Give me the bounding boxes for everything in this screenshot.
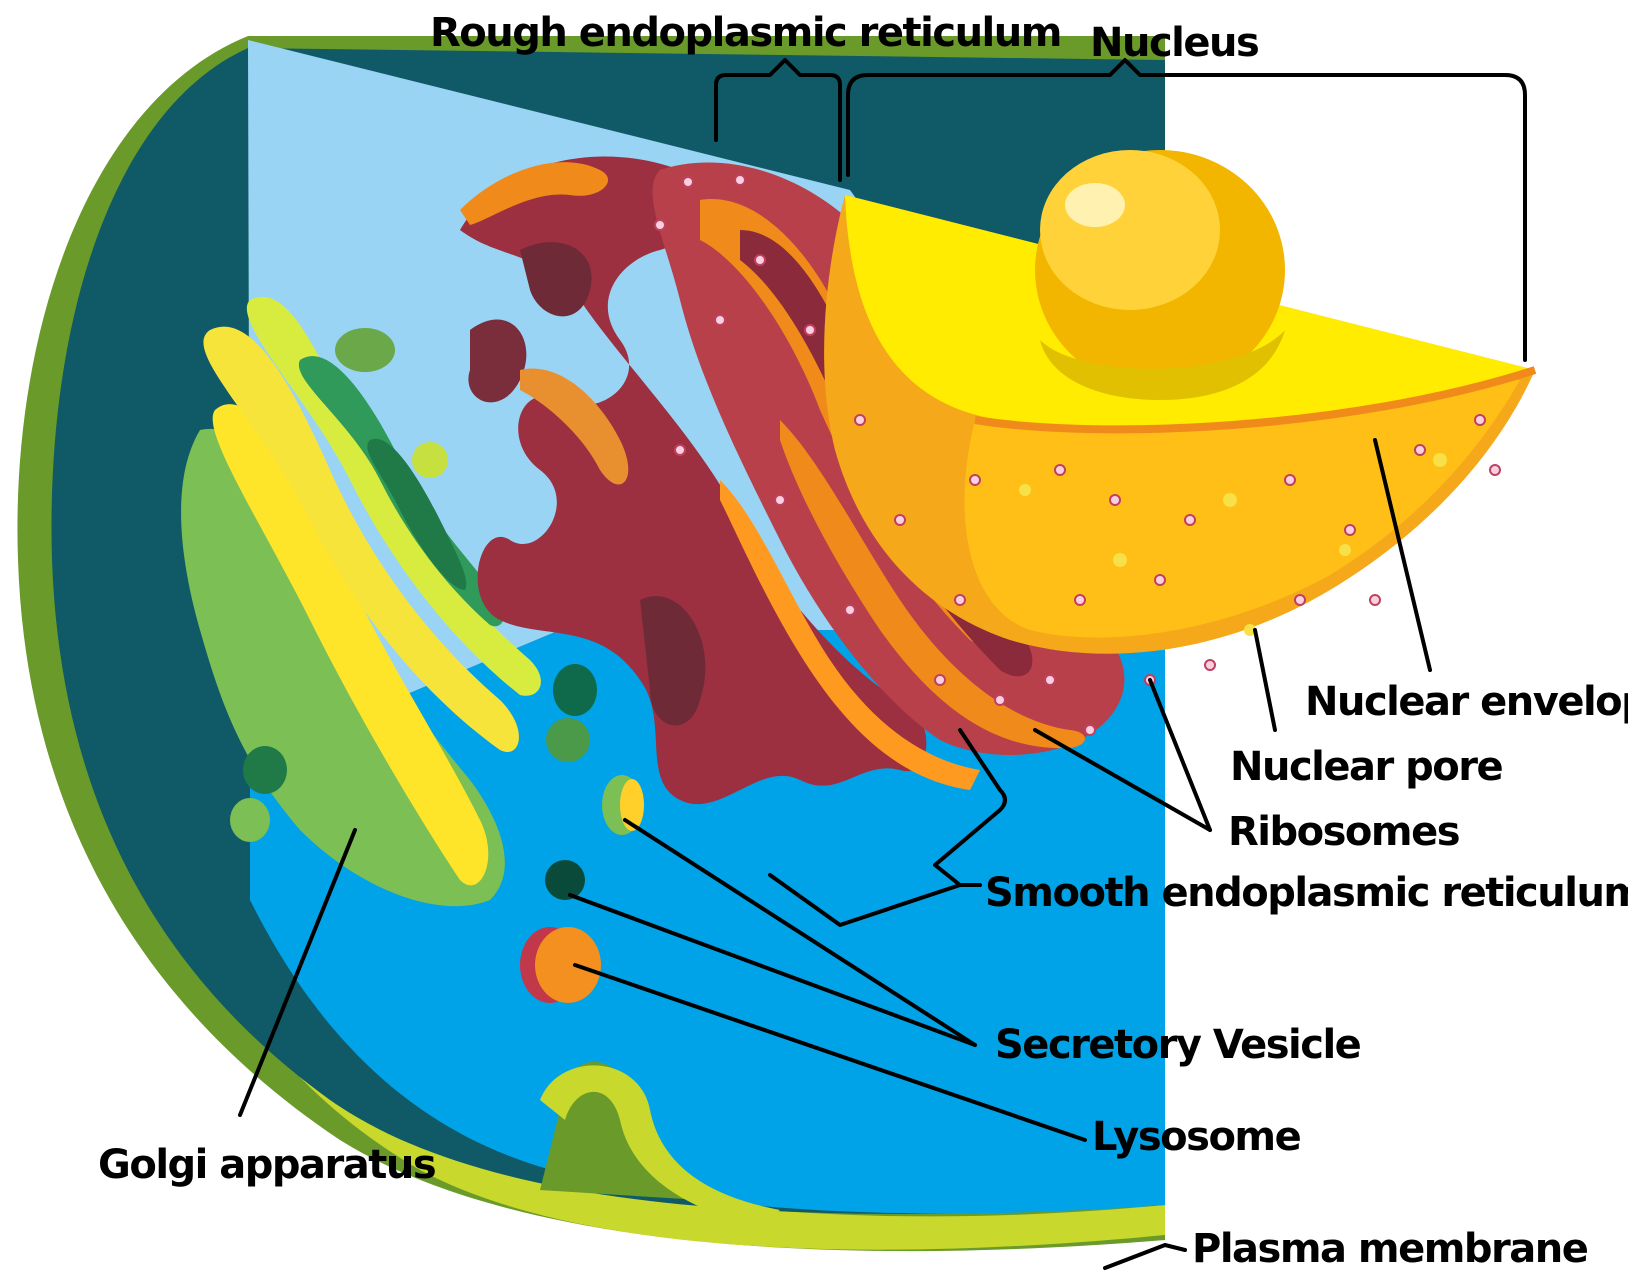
ribosome — [1295, 595, 1305, 605]
ribosome — [1185, 515, 1195, 525]
ribosome — [845, 605, 855, 615]
ribosome — [1415, 445, 1425, 455]
golgi-vesicle-3 — [243, 746, 287, 794]
golgi-vesicle-4 — [230, 798, 270, 842]
lysosome-orange — [535, 927, 601, 1003]
label-nuclear-envelope: Nuclear envelope — [1305, 679, 1628, 725]
golgi-vesicle-2 — [412, 442, 448, 478]
label-golgi: Golgi apparatus — [98, 1142, 435, 1188]
plasma-membrane-leader — [1105, 1245, 1185, 1268]
label-nuclear-pore: Nuclear pore — [1230, 744, 1502, 790]
golgi-vesicle-1 — [335, 328, 395, 372]
ribosome — [1075, 595, 1085, 605]
ribosome — [1085, 725, 1095, 735]
ribosome — [735, 175, 745, 185]
ribosome — [683, 177, 693, 187]
nuclear-pore-6 — [1433, 453, 1447, 467]
nuclear-pore-3 — [1223, 493, 1237, 507]
ribosome — [970, 475, 980, 485]
ribosome — [715, 315, 725, 325]
label-nucleus: Nucleus — [1090, 20, 1258, 66]
ribosome — [805, 325, 815, 335]
ribosome — [1155, 575, 1165, 585]
secretory-vesicle-dark — [545, 860, 585, 900]
ribosome — [755, 255, 765, 265]
ribosome — [1490, 465, 1500, 475]
ribosome — [1285, 475, 1295, 485]
ribosome — [1475, 415, 1485, 425]
ribosome — [1205, 660, 1215, 670]
ribosome — [1110, 495, 1120, 505]
ribosome — [1345, 525, 1355, 535]
nuclear-pore-5 — [1339, 544, 1351, 556]
ribosome — [1045, 675, 1055, 685]
label-secretory-vesicle: Secretory Vesicle — [995, 1022, 1361, 1068]
ribosome — [895, 515, 905, 525]
ribosome — [775, 495, 785, 505]
label-lysosome: Lysosome — [1092, 1114, 1301, 1160]
nuclear-pore-2 — [1113, 553, 1127, 567]
nuclear-pore-leader — [1255, 630, 1275, 730]
ribosome — [1370, 595, 1380, 605]
label-rough-er: Rough endoplasmic reticulum — [430, 10, 1061, 56]
ribosome — [995, 695, 1005, 705]
nucleolus-shine — [1065, 183, 1125, 227]
ribosome — [935, 675, 945, 685]
golgi-vesicle-6 — [546, 718, 590, 762]
ribosome — [1055, 465, 1065, 475]
label-ribosomes: Ribosomes — [1228, 809, 1459, 855]
golgi-vesicle-5 — [553, 664, 597, 716]
nuclear-pore-1 — [1019, 484, 1031, 496]
nucleus — [824, 150, 1535, 654]
ribosome — [855, 415, 865, 425]
nucleolus-highlight — [1040, 150, 1220, 310]
ribosome — [955, 595, 965, 605]
ribosome — [675, 445, 685, 455]
ribosome — [655, 220, 665, 230]
label-plasma-membrane: Plasma membrane — [1192, 1226, 1588, 1272]
label-smooth-er: Smooth endoplasmic reticulum — [985, 870, 1628, 916]
